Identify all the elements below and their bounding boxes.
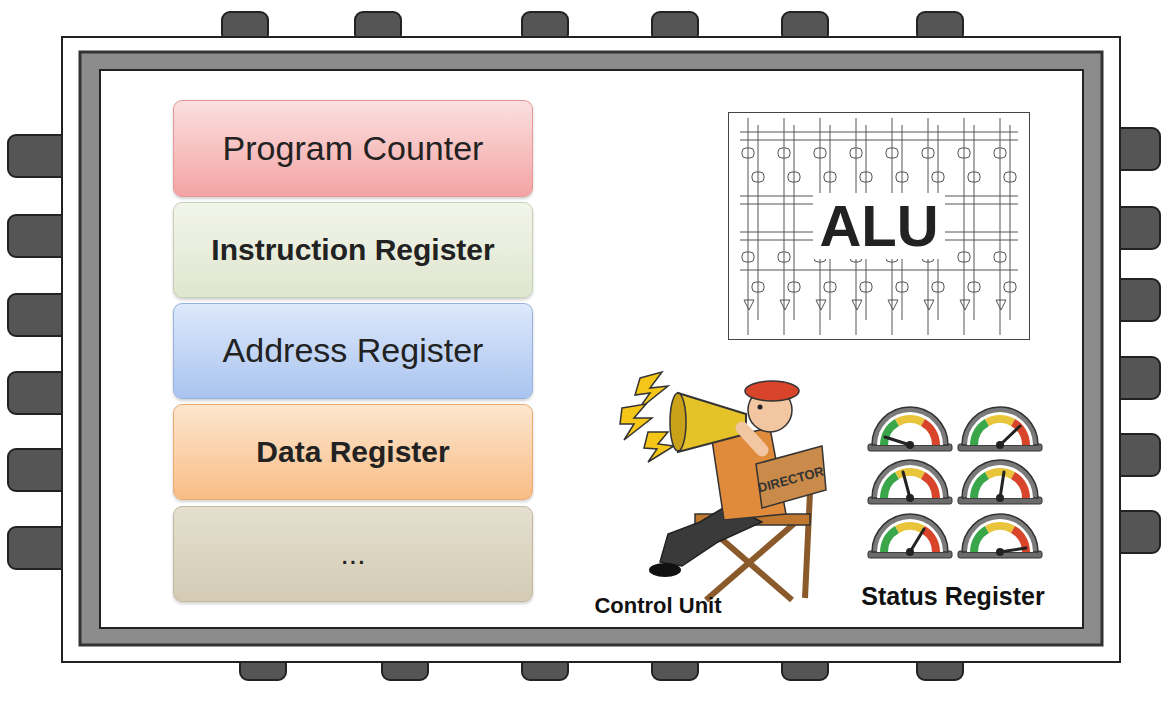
register-name: Instruction Register <box>211 233 494 268</box>
component-label: Status Register <box>861 582 1044 611</box>
alu-circuit <box>728 112 1030 340</box>
register-box: Data Register <box>173 404 533 500</box>
alu-box: ALU <box>728 112 1030 340</box>
register-box: Instruction Register <box>173 202 533 298</box>
register-name: Address Register <box>223 331 484 370</box>
component-label: Control Unit <box>594 593 721 619</box>
alu-label: ALU <box>813 193 944 260</box>
register-name: ... <box>340 537 365 572</box>
chip-frame <box>80 52 1102 645</box>
chip-die <box>100 70 1083 628</box>
director-cartoon <box>620 372 826 600</box>
register-box: Address Register <box>173 303 533 399</box>
register-name: Data Register <box>256 435 449 470</box>
register-name: Program Counter <box>223 129 484 168</box>
chair-text: DIRECTOR <box>756 463 825 495</box>
chip-housing <box>62 37 1120 662</box>
chip-pins <box>8 12 1160 680</box>
register-box: Program Counter <box>173 100 533 197</box>
status-gauges <box>868 407 1042 558</box>
register-box: ... <box>173 506 533 602</box>
